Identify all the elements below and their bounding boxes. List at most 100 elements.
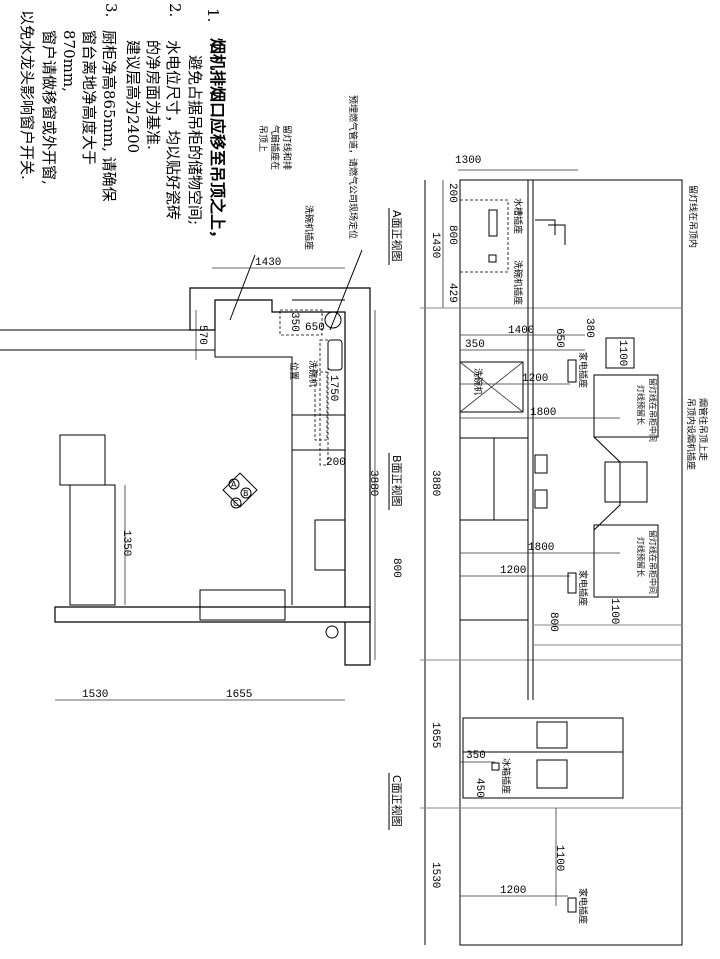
fridge-socket-label: 冰箱插座: [500, 758, 512, 794]
dim-b-1400: 1400: [508, 325, 534, 337]
dim-a-200: 200: [446, 183, 458, 203]
view-b-title: B面正视图: [390, 455, 404, 507]
dim-b-1100: 1100: [616, 340, 628, 366]
lamp-note-b2: 灯线预留长: [636, 385, 646, 425]
gas-pipe-icon: [324, 311, 342, 329]
pot-icon: [534, 489, 548, 509]
dim-3880: 3880: [367, 470, 379, 496]
view-titles: A面正视图 B面正视图 C面正视图: [388, 208, 404, 830]
note-3-line-5: 以免水龙头影响窗户开关.: [18, 10, 36, 180]
note-2-line-1: 水电位尺寸，均以贴好瓷砖: [164, 40, 182, 220]
fridge-door-top: [536, 721, 568, 749]
dim-b-1800: 1800: [530, 407, 556, 419]
appliance-socket-label-c: 家电插座: [577, 888, 589, 924]
dim-b-1200b: 1200: [500, 565, 526, 577]
pipe-dashed: [319, 339, 329, 466]
dishwasher-label: 洗碗机: [307, 360, 319, 387]
position-label: 位置: [288, 362, 300, 380]
lamp-note-2: 气扇插座在: [269, 125, 281, 170]
view-c-title: C面正视图: [390, 775, 404, 827]
note-3-line-4: 窗户请做移窗或外开窗,: [40, 30, 58, 185]
dishwasher-elev-label: 洗碗机: [472, 368, 484, 395]
dishwasher-elevation: [459, 361, 524, 413]
range-hood-icon: [593, 436, 621, 531]
dim-c-350: 350: [466, 750, 486, 762]
dishwasher-socket-label: 洗碗机插座: [303, 205, 315, 250]
dw-socket-label: 洗碗机插座: [512, 260, 524, 305]
table-icon: [59, 434, 106, 486]
note-3-line-1: 厨柜净高865mm, 请确保: [100, 30, 118, 202]
flue-note-2: 吊顶内设烟机插座: [685, 398, 697, 470]
dim-800: 800: [390, 558, 402, 578]
wall-cabinet-2: [593, 524, 659, 598]
dim-350: 350: [288, 312, 300, 332]
compass-b: B: [243, 489, 249, 498]
dim-b-1200: 1200: [522, 373, 548, 385]
note-3-line-3: 870mm,: [60, 30, 78, 92]
dishwasher-outline: [314, 371, 328, 441]
fridge-plan-icon: [199, 589, 286, 621]
dim-1750: 1750: [327, 375, 339, 401]
stove-icon: [314, 519, 346, 571]
counter-outline: [214, 330, 293, 605]
dim-b-3880: 3880: [429, 470, 441, 496]
note-1-line-2: 避免占据吊柜的储物空间;: [186, 55, 204, 225]
gas-note: 预埋燃气管道，请燃气公司现场定位: [347, 95, 359, 239]
lamp-note-1: 留灯线和排: [281, 125, 293, 170]
compass-c: C: [233, 499, 239, 508]
dim-c-1200: 1200: [500, 885, 526, 897]
sink-icon: [327, 339, 343, 371]
appliance-socket-icon-b: [567, 572, 577, 594]
dim-c-450: 450: [473, 778, 485, 798]
appliance-socket-label-b: 家电插座: [577, 570, 589, 606]
water-heater-icon: [605, 337, 635, 369]
dim-b-380: 380: [583, 318, 595, 338]
dining-area: [69, 484, 116, 606]
flue-note-1: 烟管往吊顶上走: [697, 398, 709, 461]
appliance-socket-label: 家电插座: [577, 352, 589, 388]
dim-650: 650: [305, 322, 325, 334]
sink-socket-label: 水槽插座: [512, 198, 524, 234]
lamp-note-b1b: 留灯线在吊柜中间: [648, 530, 658, 594]
dim-1655: 1655: [226, 689, 252, 701]
dim-b-650: 650: [553, 328, 565, 348]
dim-a-429: 429: [446, 283, 458, 303]
lamp-note-b1: 留灯线在吊柜中间: [648, 378, 658, 442]
dim-200: 200: [326, 457, 346, 469]
dim-c-1655: 1655: [429, 722, 441, 748]
faucet-icon: [535, 219, 566, 245]
wall-bottom: [54, 606, 371, 623]
dim-c-1530: 1530: [429, 862, 441, 888]
dim-c-1100: 1100: [553, 845, 565, 871]
dim-570: 570: [196, 325, 208, 345]
view-a-title: A面正视图: [390, 210, 404, 262]
note-2-line-2: 的净房面为基准.: [144, 40, 162, 150]
stove-elev-icon: [534, 454, 548, 474]
dim-b-800: 800: [547, 612, 559, 632]
fridge-door-bottom: [536, 759, 568, 789]
dim-b-350: 350: [465, 339, 485, 351]
wall-cabinet-1: [593, 374, 659, 438]
burner-icon: [325, 625, 339, 639]
fridge-socket-icon: [491, 762, 500, 771]
appliance-socket-icon-c: [567, 897, 577, 913]
dim-b-1800b: 1800: [528, 542, 554, 554]
appliance-socket-icon: [567, 359, 577, 383]
dim-1430: 1430: [255, 257, 281, 269]
note-3-line-2: 窗台离地净高度大于: [80, 30, 98, 165]
note-1-number: 1.: [204, 8, 222, 22]
note-2-line-3: 建议层高为2400: [124, 40, 142, 153]
range-hood-body: [604, 461, 648, 503]
note-3-number: 3.: [102, 3, 120, 17]
window-dashed: [459, 199, 509, 273]
compass-a: A: [231, 480, 237, 489]
gas-leader: [329, 249, 363, 331]
lamp-leader: [229, 254, 256, 321]
note-2-number: 2.: [166, 3, 184, 17]
dim-1530: 1530: [82, 689, 108, 701]
dim-a-800: 800: [446, 225, 458, 245]
lamp-ceiling-label: 留灯线在吊顶内: [687, 185, 699, 248]
fridge-elevation: [462, 717, 624, 799]
sink-socket-icon: [488, 209, 498, 237]
